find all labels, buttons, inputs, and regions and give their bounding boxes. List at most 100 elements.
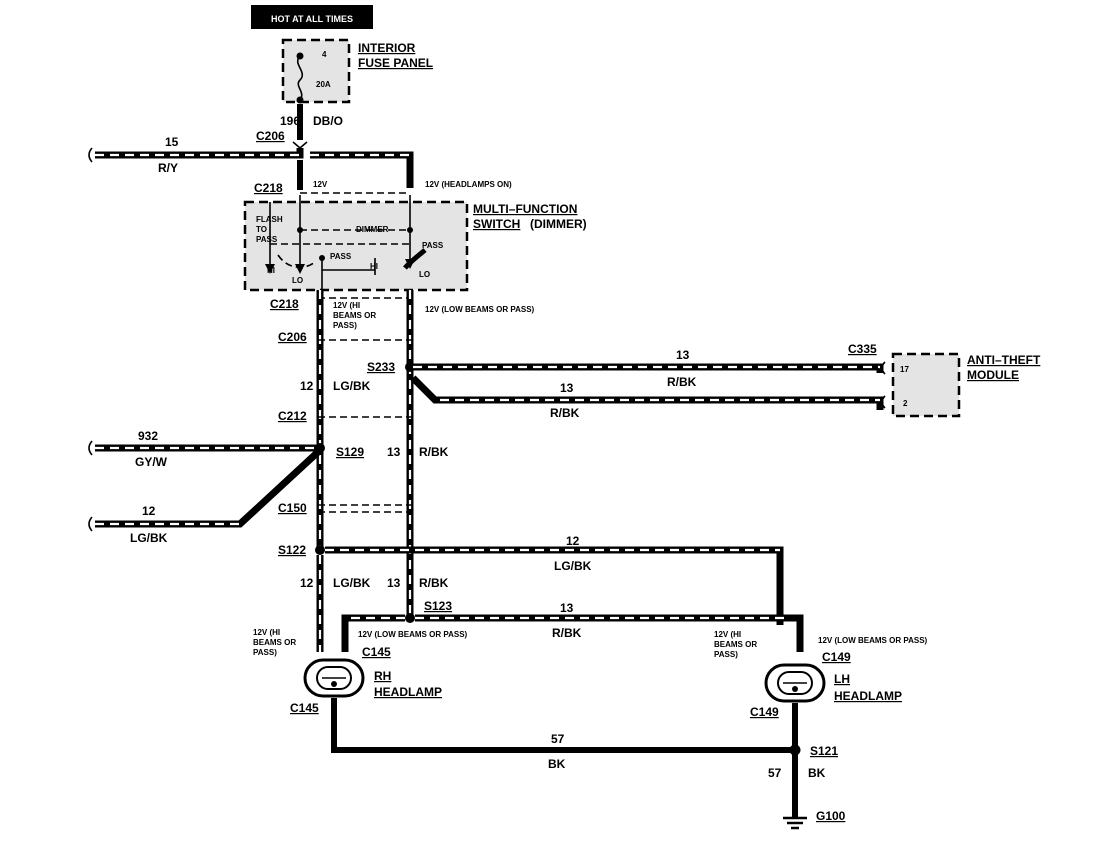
wire-13-color-lower: R/BK bbox=[419, 576, 449, 590]
c218-bottom-label: C218 bbox=[270, 297, 299, 311]
s122-splice bbox=[315, 545, 325, 555]
wire-13-num-pin2: 13 bbox=[560, 381, 574, 395]
s129-splice bbox=[315, 443, 325, 453]
wire-57-num-ground: 57 bbox=[768, 766, 782, 780]
wire-12-num-upper: 12 bbox=[300, 379, 314, 393]
lh-hi-note-2: BEAMS OR bbox=[714, 640, 757, 649]
c218-top-label: C218 bbox=[254, 181, 283, 195]
wire-57-num: 57 bbox=[551, 732, 565, 746]
switch-title-suffix: (DIMMER) bbox=[530, 217, 587, 231]
multi-function-switch: FLASH TO PASS DIMMER PASS PASS HI LO HI … bbox=[243, 195, 587, 292]
lh-headlamp-title-1: LH bbox=[834, 672, 850, 686]
wire-932-num: 932 bbox=[138, 429, 158, 443]
wire-12-left-num: 12 bbox=[142, 504, 156, 518]
switch-pass-left: PASS bbox=[330, 252, 352, 261]
g100-label: G100 bbox=[816, 809, 846, 823]
c206-top-label: C206 bbox=[256, 129, 285, 143]
wire-12-left-color: LG/BK bbox=[130, 531, 168, 545]
wire-196-num: 196 bbox=[280, 114, 300, 128]
rh-headlamp-title-1: RH bbox=[374, 669, 391, 683]
s123-splice bbox=[405, 613, 415, 623]
wire-932-color: GY/W bbox=[135, 455, 168, 469]
wire-13-color-pin2: R/BK bbox=[550, 406, 580, 420]
lh-headlamp: C149 LH HEADLAMP C149 bbox=[750, 650, 902, 719]
rh-hi-note-2: BEAMS OR bbox=[253, 638, 296, 647]
wire-13-num-trunk: 13 bbox=[387, 445, 401, 459]
s233-splice bbox=[405, 362, 415, 372]
s122-label: S122 bbox=[278, 543, 306, 557]
anti-theft-pin-17: 17 bbox=[900, 365, 909, 374]
s121-label: S121 bbox=[810, 744, 838, 758]
wire-57 bbox=[331, 698, 795, 753]
anti-theft-pin-2: 2 bbox=[903, 399, 908, 408]
s123-label: S123 bbox=[424, 599, 452, 613]
anti-theft-module: 17 2 ANTI–THEFT MODULE bbox=[881, 352, 1041, 418]
fuse-terminal bbox=[296, 52, 304, 60]
s233-label: S233 bbox=[367, 360, 395, 374]
wire-15-num: 15 bbox=[165, 135, 179, 149]
wire-13-color-pin17: R/BK bbox=[667, 375, 697, 389]
wire-13-num-pin17: 13 bbox=[676, 348, 690, 362]
lh-low-note: 12V (LOW BEAMS OR PASS) bbox=[818, 636, 928, 645]
wire-57-color: BK bbox=[548, 757, 566, 771]
wire-15-color: R/Y bbox=[158, 161, 178, 175]
wire-12-color-lower: LG/BK bbox=[333, 576, 371, 590]
hot-label: HOT AT ALL TIMES bbox=[271, 14, 353, 24]
wire-break bbox=[88, 147, 93, 163]
fuse-panel-title-1: INTERIOR bbox=[358, 41, 416, 55]
switch-title-2: SWITCH bbox=[473, 217, 520, 231]
anti-theft-title-1: ANTI–THEFT bbox=[967, 353, 1041, 367]
c145-top-label: C145 bbox=[362, 645, 391, 659]
switch-box bbox=[243, 200, 469, 292]
wire-12-num-lower: 12 bbox=[300, 576, 314, 590]
lh-hi-note-1: 12V (HI bbox=[714, 630, 741, 639]
switch-title-1: MULTI–FUNCTION bbox=[473, 202, 577, 216]
wire-13-pin2 bbox=[410, 375, 884, 410]
switch-dimmer: DIMMER bbox=[356, 225, 389, 234]
c335-connector bbox=[881, 361, 886, 409]
v12-label: 12V bbox=[313, 180, 328, 189]
switch-flash-3: PASS bbox=[256, 235, 278, 244]
c206-top-connector bbox=[292, 141, 308, 150]
c212-label: C212 bbox=[278, 409, 307, 423]
wire-12-color-upper: LG/BK bbox=[333, 379, 371, 393]
fuse-terminal bbox=[296, 96, 304, 104]
switch-flash-2: TO bbox=[256, 225, 267, 234]
lh-headlamp-title-2: HEADLAMP bbox=[834, 689, 902, 703]
rh-hi-note-3: PASS) bbox=[253, 648, 277, 657]
wire-13-lh-num: 13 bbox=[560, 601, 574, 615]
s129-label: S129 bbox=[336, 445, 364, 459]
v12-headlamps-on-label: 12V (HEADLAMPS ON) bbox=[425, 180, 512, 189]
hi-beams-note-1: 12V (HI bbox=[333, 301, 360, 310]
switch-hi-right: HI bbox=[370, 262, 378, 271]
wire-57-color-ground: BK bbox=[808, 766, 826, 780]
fuse-icon bbox=[296, 55, 304, 101]
wire-13-num-lower: 13 bbox=[387, 576, 401, 590]
hot-label-box bbox=[251, 5, 373, 29]
s121-splice bbox=[789, 744, 801, 756]
interior-fuse-panel: 4 20A INTERIOR FUSE PANEL bbox=[281, 38, 433, 104]
c149-top-label: C149 bbox=[822, 650, 851, 664]
rh-headlamp-title-2: HEADLAMP bbox=[374, 685, 442, 699]
anti-theft-title-2: MODULE bbox=[967, 368, 1019, 382]
fuse-rating: 20A bbox=[316, 80, 331, 89]
wire-12-lh-num: 12 bbox=[566, 534, 580, 548]
rh-headlamp: C145 RH HEADLAMP C145 bbox=[290, 645, 442, 715]
fuse-panel-box bbox=[281, 38, 351, 104]
switch-lo-right: LO bbox=[419, 270, 430, 279]
lh-hi-note-3: PASS) bbox=[714, 650, 738, 659]
hi-beams-note-3: PASS) bbox=[333, 321, 357, 330]
wire-13-color-trunk: R/BK bbox=[419, 445, 449, 459]
c150-label: C150 bbox=[278, 501, 307, 515]
switch-hi-left: HI bbox=[267, 266, 275, 275]
fuse-number: 4 bbox=[322, 50, 327, 59]
hi-beams-note-2: BEAMS OR bbox=[333, 311, 376, 320]
ground-icon bbox=[783, 816, 807, 830]
rh-hi-note-1: 12V (HI bbox=[253, 628, 280, 637]
low-beams-note-top: 12V (LOW BEAMS OR PASS) bbox=[425, 305, 535, 314]
switch-lo-left: LO bbox=[292, 276, 303, 285]
anti-theft-box bbox=[891, 352, 961, 418]
wire-196-color: DB/O bbox=[313, 114, 343, 128]
c206-mid-label: C206 bbox=[278, 330, 307, 344]
